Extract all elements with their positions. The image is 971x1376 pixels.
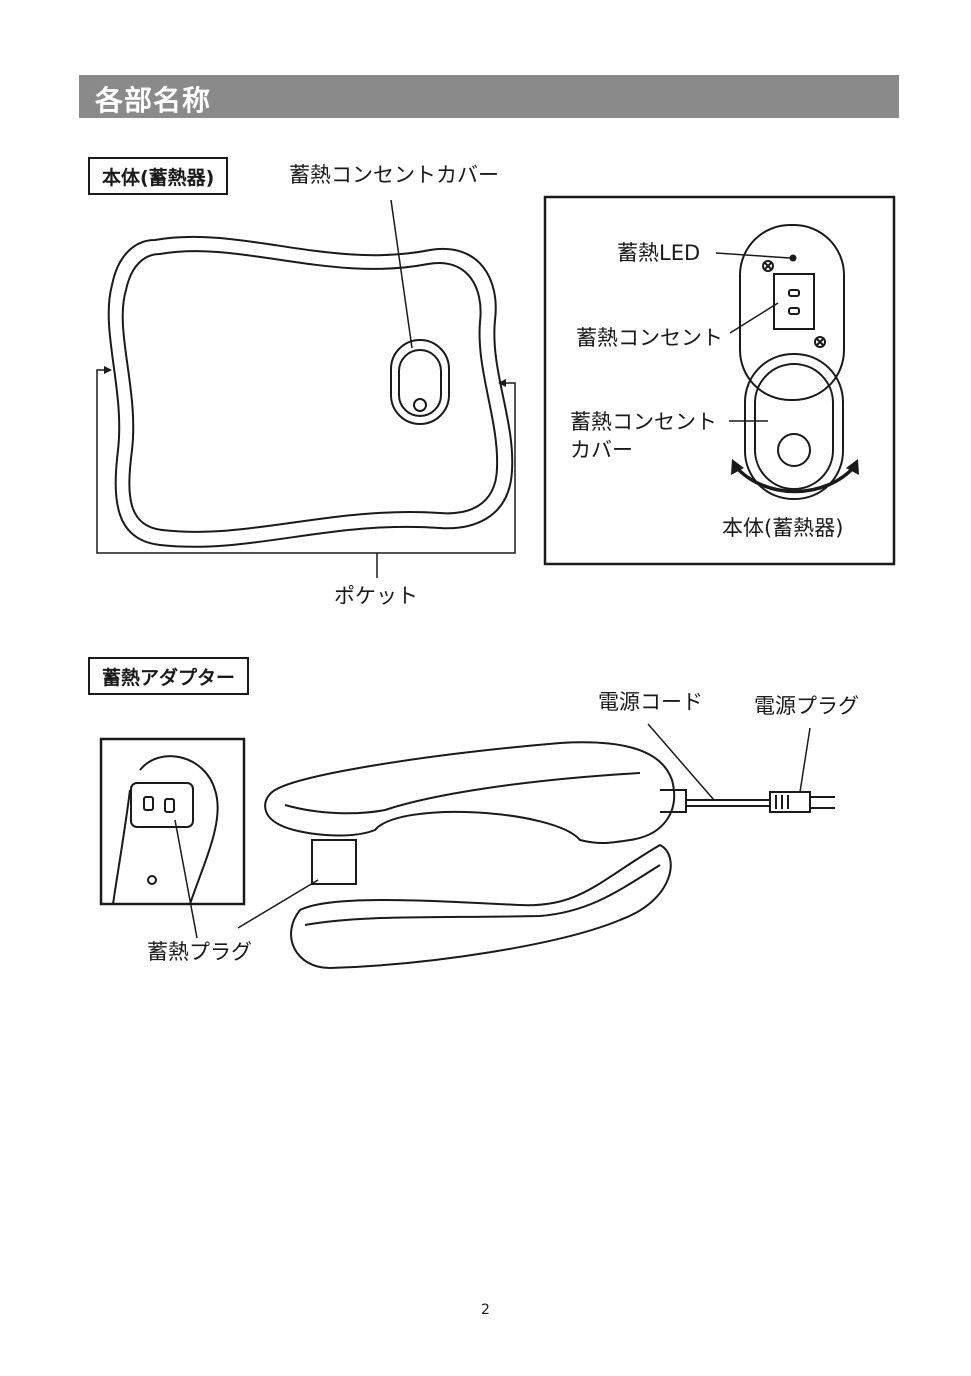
detail-cover-hole xyxy=(778,434,810,466)
power-cord-callout: 電源コード xyxy=(598,690,703,715)
outlet-housing xyxy=(740,225,844,400)
page-number: 2 xyxy=(0,1302,971,1318)
rotate-arrow xyxy=(735,466,855,492)
heat-pack-outline xyxy=(109,237,513,547)
cover-label-line1: 蓄熱コンセント xyxy=(570,408,717,436)
cover-label-line2: カバー xyxy=(570,436,717,464)
heat-plug-stub xyxy=(312,840,356,884)
body-detail-label: 本体(蓄熱器) xyxy=(722,516,843,541)
detail-box xyxy=(545,197,894,564)
heat-led-label: 蓄熱LED xyxy=(617,241,700,266)
outlet-cover-hole xyxy=(414,399,426,411)
pocket-callout: ポケット xyxy=(334,584,418,609)
heat-plug-callout: 蓄熱プラグ xyxy=(147,940,252,965)
socket xyxy=(774,274,814,329)
outlet-cover-callout: 蓄熱コンセントカバー xyxy=(289,163,499,188)
adapter-plug-face xyxy=(131,783,193,827)
heat-outlet-label: 蓄熱コンセント xyxy=(576,326,723,351)
power-plug-callout: 電源プラグ xyxy=(754,694,859,719)
outlet-cover-inner xyxy=(399,350,441,416)
adapter-bottom-arm xyxy=(291,845,671,968)
adapter-top-arm xyxy=(265,742,674,843)
detail-cover xyxy=(745,354,843,499)
pocket-bracket xyxy=(97,370,515,553)
adapter-detail-box xyxy=(101,739,244,904)
heat-outlet-cover-label: 蓄熱コンセント カバー xyxy=(570,408,717,465)
